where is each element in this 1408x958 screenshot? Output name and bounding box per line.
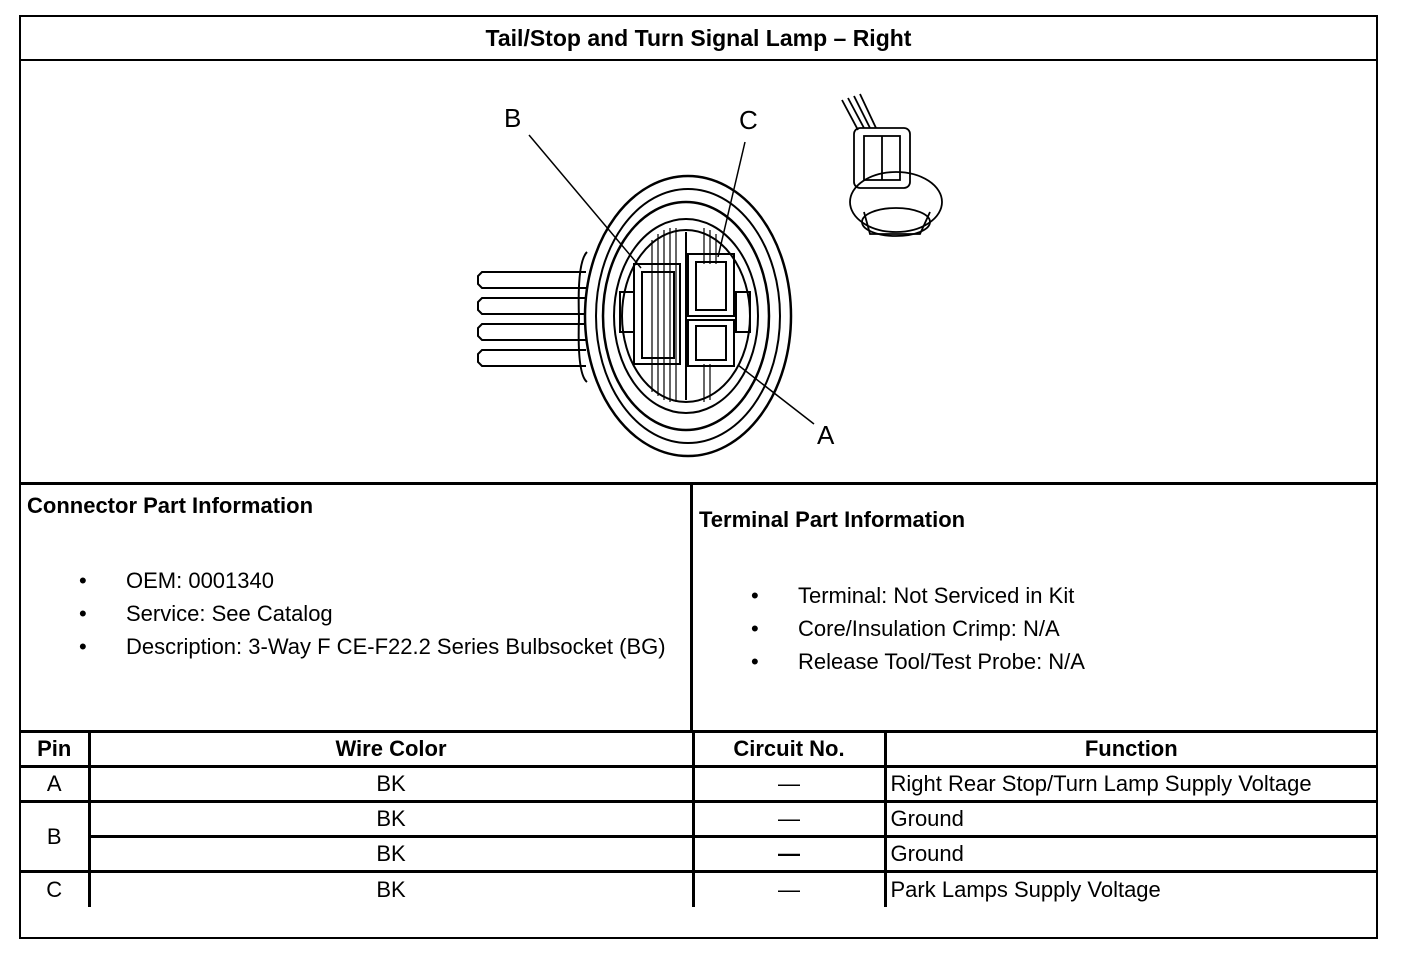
function-cell: Park Lamps Supply Voltage [883, 870, 1376, 907]
terminal-info-heading: Terminal Part Information [699, 507, 966, 532]
connector-description: Description: 3-Way F CE-F22.2 Series Bul… [126, 634, 666, 659]
terminal-tool: Release Tool/Test Probe: N/A [798, 649, 1085, 674]
bulbsocket-thumbnail [841, 93, 943, 237]
function-cell: Right Rear Stop/Turn Lamp Supply Voltage [883, 765, 1376, 803]
bullet-icon: • [79, 634, 87, 659]
wire-leads [477, 271, 586, 367]
table-row: C BK — Park Lamps Supply Voltage [21, 870, 1376, 907]
bullet-icon: • [751, 583, 759, 608]
connector-diagram: B C A [21, 61, 1376, 485]
table-row: BK — Ground [21, 835, 1376, 873]
list-item: • OEM: 0001340 [71, 564, 681, 597]
leader-line-c [717, 141, 746, 258]
function-cell: Ground [883, 835, 1376, 873]
connector-illustration: B C A [477, 93, 943, 458]
connector-sheet: Tail/Stop and Turn Signal Lamp – Right [19, 15, 1378, 939]
leader-line-b [528, 134, 642, 269]
table-row: B BK — Ground [21, 800, 1376, 873]
column-header-function: Function [883, 730, 1376, 768]
page-title: Tail/Stop and Turn Signal Lamp – Right [21, 17, 1376, 61]
socket-cavity-ring [613, 218, 759, 414]
column-header-circuit: Circuit No. [691, 730, 887, 768]
callout-label-b: B [504, 103, 521, 133]
list-item: • Description: 3-Way F CE-F22.2 Series B… [71, 630, 681, 663]
function-cell: Ground [883, 800, 1376, 838]
connector-part-information: Connector Part Information • OEM: 000134… [21, 485, 693, 733]
list-item: • Core/Insulation Crimp: N/A [743, 612, 1353, 645]
connector-info-heading: Connector Part Information [27, 493, 314, 518]
list-item: • Service: See Catalog [71, 597, 681, 630]
connector-oem: OEM: 0001340 [126, 568, 274, 593]
list-item: • Release Tool/Test Probe: N/A [743, 645, 1353, 678]
wire-color-cell: BK [87, 765, 695, 803]
bullet-icon: • [79, 568, 87, 593]
pinout-table: Pin Wire Color Circuit No. Function A BK… [21, 730, 1376, 907]
terminal-part-information: Terminal Part Information • Terminal: No… [693, 485, 1376, 733]
circuit-cell: — [691, 835, 887, 873]
socket-outer-ring [583, 174, 793, 458]
wire-color-cell: BK [87, 800, 695, 838]
bullet-icon: • [79, 601, 87, 626]
socket-second-ring [595, 188, 781, 444]
terminal-blocks [619, 232, 751, 400]
connector-info-list: • OEM: 0001340 • Service: See Catalog • … [71, 564, 681, 663]
terminal-type: Terminal: Not Serviced in Kit [798, 583, 1075, 608]
socket-inner-ring [601, 200, 771, 432]
leader-line-a [737, 364, 815, 425]
column-header-pin: Pin [21, 730, 91, 768]
socket-hatching [651, 228, 717, 402]
callout-label-c: C [739, 105, 758, 135]
wire-color-cell: BK [87, 870, 695, 907]
table-header-row: Pin Wire Color Circuit No. Function [21, 730, 1376, 768]
circuit-cell: — [691, 870, 887, 907]
callout-label-a: A [817, 420, 835, 450]
terminal-info-list: • Terminal: Not Serviced in Kit • Core/I… [743, 579, 1353, 678]
terminal-crimp: Core/Insulation Crimp: N/A [798, 616, 1060, 641]
circuit-cell: — [691, 800, 887, 838]
bullet-icon: • [751, 649, 759, 674]
pin-cell: B [21, 800, 91, 873]
wire-color-cell: BK [87, 835, 695, 873]
socket-flange [577, 251, 588, 383]
bullet-icon: • [751, 616, 759, 641]
table-row: A BK — Right Rear Stop/Turn Lamp Supply … [21, 765, 1376, 803]
circuit-cell: — [691, 765, 887, 803]
connector-service: Service: See Catalog [126, 601, 333, 626]
column-header-wire-color: Wire Color [87, 730, 695, 768]
pin-cell: C [21, 870, 91, 907]
list-item: • Terminal: Not Serviced in Kit [743, 579, 1353, 612]
pin-cell: A [21, 765, 91, 803]
